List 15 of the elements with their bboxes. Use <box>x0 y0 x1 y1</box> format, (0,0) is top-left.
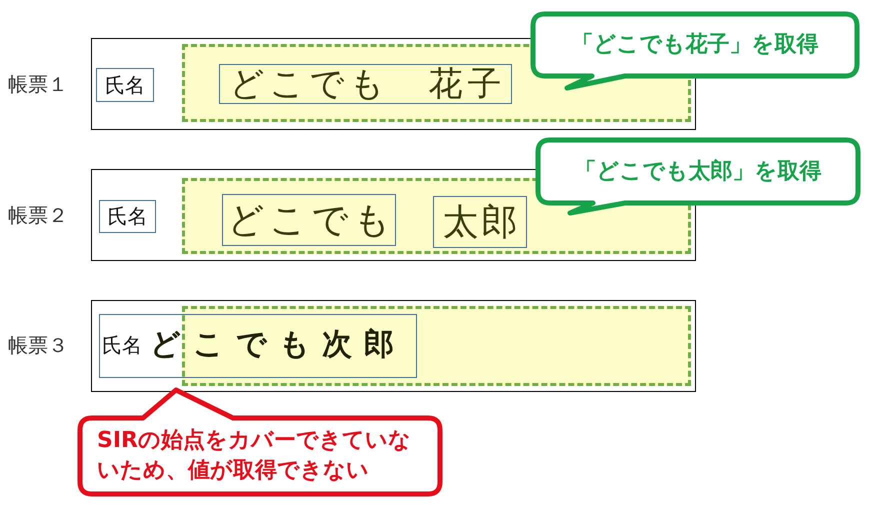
label-field: 氏名 <box>96 68 154 102</box>
name-field: どこでも <box>222 194 396 246</box>
form-label: 帳票２ <box>8 202 69 229</box>
form-label: 帳票３ <box>8 332 69 359</box>
callout-text: 「どこでも太郎」を取得 <box>574 158 822 186</box>
label-field: 氏名 <box>99 200 156 233</box>
name-value: どこでも次郎 <box>150 326 406 364</box>
form-label: 帳票１ <box>8 71 69 98</box>
field-label: 氏名 <box>102 332 142 358</box>
callout-text: SIRの始点をカバーできていないため、値が取得できない <box>97 427 412 485</box>
field-frame <box>99 314 417 378</box>
dashed-region <box>182 306 691 386</box>
name-field: どこでも 花子 <box>219 64 512 104</box>
name-field: 太郎 <box>433 196 527 248</box>
callout-text: 「どこでも花子」を取得 <box>572 31 818 60</box>
